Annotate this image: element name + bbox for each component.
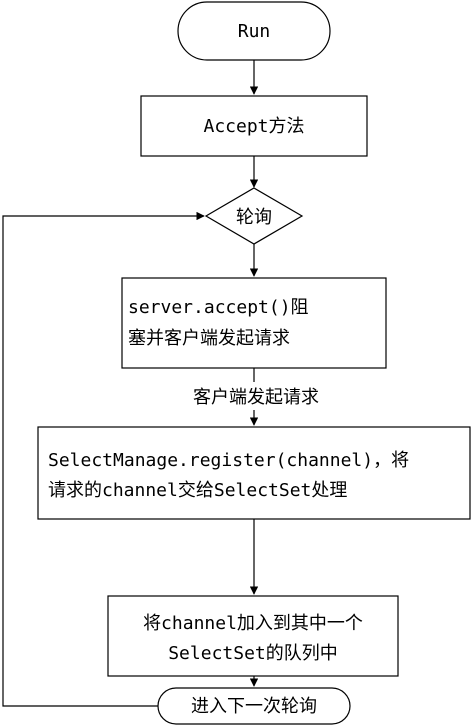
edge-label-client-request: 客户端发起请求 [193,387,319,408]
next-node-label: 进入下一次轮询 [191,696,317,717]
edge-label-bg [168,382,344,410]
poll-node-label: 轮询 [236,207,272,228]
next-node: 进入下一次轮询 [157,687,351,725]
block-node-line-2: 塞并客户端发起请求 [128,328,290,349]
register-node-line-1: SelectManage.register(channel)，将 [48,450,409,471]
enqueue-node: 将channel加入到其中一个 SelectSet的队列中 [107,595,399,677]
enqueue-node-line-1: 将channel加入到其中一个 [143,613,363,634]
block-node-line-1: server.accept()阻 [128,297,309,318]
edge-loop-back [2,211,205,707]
register-node-line-2: 请求的channel交给SelectSet处理 [48,480,347,501]
poll-node: 轮询 [204,187,304,245]
accept-node: Accept方法 [140,95,368,157]
start-node: Run [177,1,331,61]
start-node-label: Run [238,21,271,42]
block-node: server.accept()阻 塞并客户端发起请求 [121,277,387,369]
enqueue-node-line-2: SelectSet的队列中 [168,643,338,664]
accept-node-label: Accept方法 [203,116,304,137]
register-node: SelectManage.register(channel)，将 请求的chan… [37,426,471,520]
